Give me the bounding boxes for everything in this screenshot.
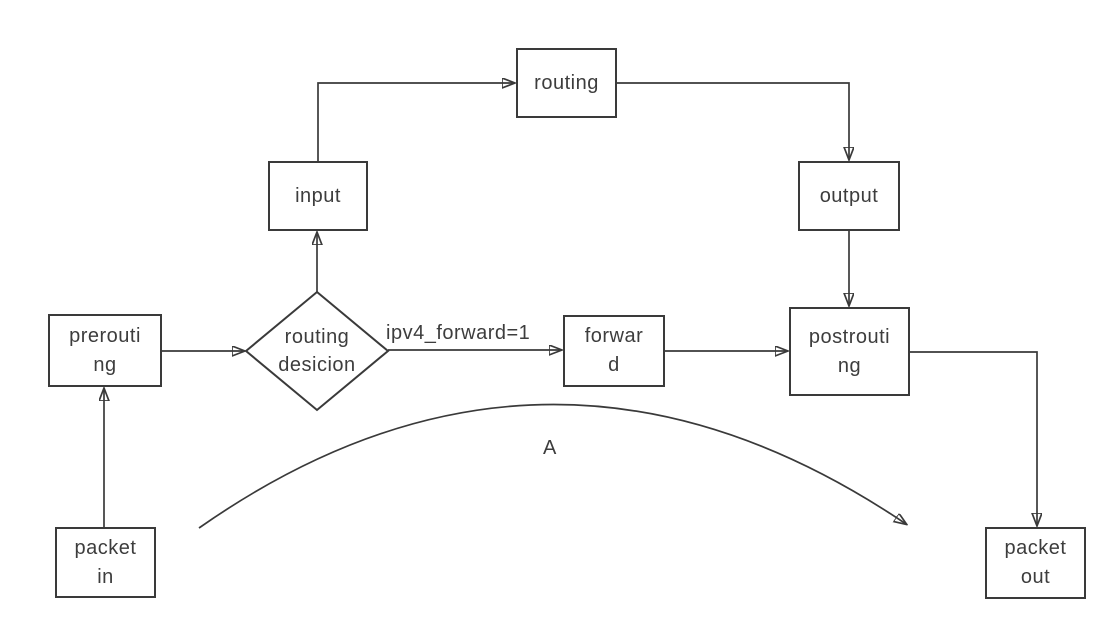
edge-label-curve-a: A (543, 437, 557, 459)
edge-postrouting-to-packet-out (910, 351, 1037, 525)
node-forward-label: forwar d (584, 325, 644, 376)
node-postrouting: postrouti ng (789, 307, 910, 396)
edge-label-ipv4-forward: ipv4_forward=1 (386, 322, 531, 344)
node-input-label: input (295, 184, 341, 207)
node-packet-out: packet out (985, 527, 1086, 599)
node-routing-decision: routing desicion (247, 311, 387, 391)
node-packet-out-label: packet out (1004, 537, 1067, 588)
node-prerouting: prerouti ng (48, 314, 162, 387)
edge-routing-to-output (617, 82, 849, 159)
node-packet-in: packet in (55, 527, 156, 598)
edge-bypass-curve-a (198, 403, 906, 529)
node-routing: routing (516, 48, 617, 118)
node-packet-in-label: packet in (74, 536, 137, 588)
node-routing-decision-label: routing desicion (278, 326, 356, 376)
node-output: output (798, 161, 900, 231)
node-output-label: output (819, 184, 879, 207)
node-routing-label: routing (534, 71, 599, 94)
edge-input-to-routing (317, 83, 514, 161)
node-forward: forwar d (563, 315, 665, 387)
node-prerouting-label: prerouti ng (69, 324, 141, 376)
node-postrouting-label: postrouti ng (808, 325, 891, 377)
node-input: input (268, 161, 368, 231)
decision-diamond-shape (244, 290, 390, 412)
